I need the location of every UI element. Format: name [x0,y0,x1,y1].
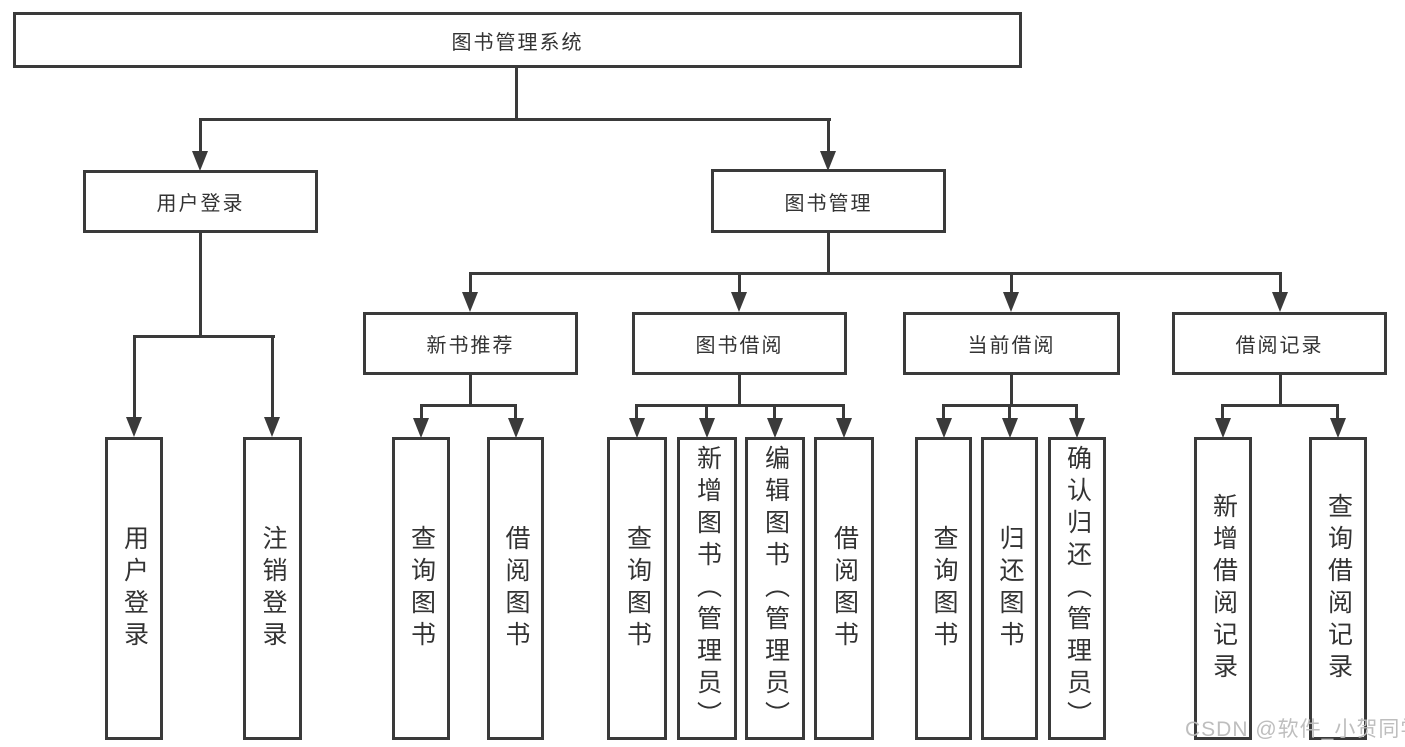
connector-line [469,272,472,294]
arrow-down-icon [192,151,208,171]
leaf-query-borrow-record: 查询借阅记录 [1309,437,1367,740]
connector-line [1221,404,1338,407]
connector-line [1008,404,1011,420]
node-user-login: 用户登录 [83,170,318,233]
connector-line [199,118,831,121]
connector-line [133,335,136,419]
connector-line [705,404,708,420]
connector-line [635,404,638,420]
arrow-down-icon [1003,292,1019,312]
connector-line [469,272,1282,275]
leaf-borrow-books: 借阅图书 [814,437,874,740]
connector-line [842,404,845,420]
arrow-down-icon [767,418,783,438]
connector-line [420,404,423,420]
arrow-down-icon [126,417,142,437]
connector-line [827,118,830,152]
connector-line [1010,272,1013,294]
leaf-borrow-books: 借阅图书 [487,437,544,740]
connector-line [514,404,517,420]
arrow-down-icon [1272,292,1288,312]
connector-line [1010,375,1013,407]
connector-line [827,233,830,275]
connector-line [1075,404,1078,420]
arrow-down-icon [820,151,836,171]
node-book-borrowing: 图书借阅 [632,312,847,375]
arrow-down-icon [936,418,952,438]
node-library-management-system: 图书管理系统 [13,12,1022,68]
node-new-book-recommendation: 新书推荐 [363,312,578,375]
leaf-add-borrow-record: 新增借阅记录 [1194,437,1252,740]
connector-line [1221,404,1224,420]
node-current-borrowing: 当前借阅 [903,312,1120,375]
connector-line [738,272,741,294]
arrow-down-icon [1215,418,1231,438]
arrow-down-icon [508,418,524,438]
connector-line [773,404,776,420]
node-book-management: 图书管理 [711,169,946,233]
connector-line [1279,375,1282,407]
csdn-watermark: CSDN @软件_小贺同学 [1185,718,1405,741]
connector-line [199,118,202,152]
arrow-down-icon [264,417,280,437]
leaf-query-books: 查询图书 [607,437,667,740]
leaf-logout: 注销登录 [243,437,302,740]
connector-line [1336,404,1339,420]
arrow-down-icon [413,418,429,438]
connector-line [515,68,518,118]
leaf-confirm-return-admin: 确认归还（管理员） [1048,437,1106,740]
arrow-down-icon [1002,418,1018,438]
leaf-query-books: 查询图书 [915,437,972,740]
leaf-add-book-admin: 新增图书（管理员） [677,437,737,740]
connector-line [133,335,275,338]
leaf-query-books: 查询图书 [392,437,450,740]
node-borrowing-records: 借阅记录 [1172,312,1387,375]
connector-line [1279,272,1282,294]
arrow-down-icon [462,292,478,312]
leaf-user-login: 用户登录 [105,437,163,740]
leaf-return-books: 归还图书 [981,437,1038,740]
arrow-down-icon [836,418,852,438]
connector-line [635,404,845,407]
arrow-down-icon [699,418,715,438]
leaf-edit-book-admin: 编辑图书（管理员） [745,437,805,740]
connector-line [469,375,472,407]
arrow-down-icon [731,292,747,312]
arrow-down-icon [1069,418,1085,438]
connector-line [420,404,517,407]
arrow-down-icon [629,418,645,438]
connector-line [738,375,741,407]
connector-line [199,233,202,338]
connector-line [271,335,274,419]
arrow-down-icon [1330,418,1346,438]
connector-line [942,404,945,420]
